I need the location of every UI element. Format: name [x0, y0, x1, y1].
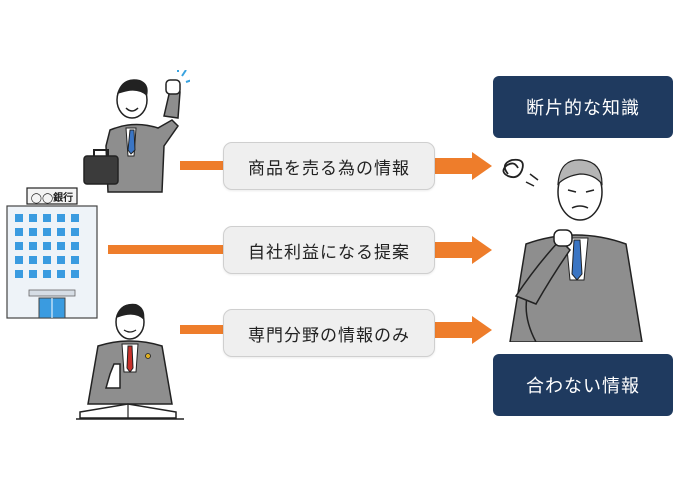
arrow-2-head [434, 236, 492, 264]
arrow-3-tail [180, 325, 226, 334]
bank-sign-label: ◯◯銀行 [30, 192, 74, 204]
arrow-1-head [434, 152, 492, 180]
outcome-fragmented-knowledge: 断片的な知識 [493, 76, 673, 138]
flow-label-self-interest-proposal: 自社利益になる提案 [223, 226, 435, 274]
outcome-mismatched-info: 合わない情報 [493, 354, 673, 416]
bank-building-illustration [6, 187, 98, 319]
specialist-illustration [76, 303, 184, 420]
salesman-illustration [83, 70, 190, 193]
flow-label-sales-info: 商品を売る為の情報 [223, 142, 435, 190]
arrow-1-tail [180, 161, 226, 170]
arrow-2-tail [108, 245, 224, 254]
confused-client-illustration [502, 158, 643, 342]
flow-label-specialist-info: 専門分野の情報のみ [223, 309, 435, 357]
arrow-3-head [434, 316, 492, 344]
